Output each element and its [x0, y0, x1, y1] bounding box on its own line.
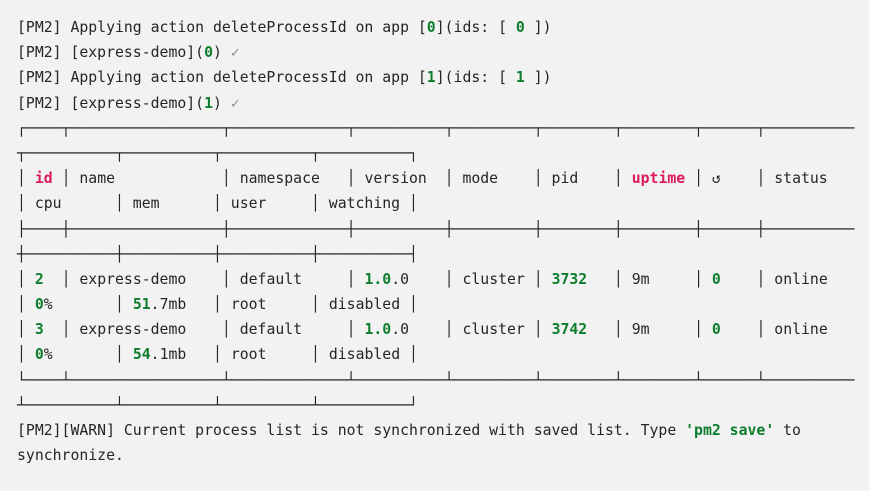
process-row-3-part-1-text: .0 │ cluster │: [391, 321, 552, 339]
table-header-row-1-text: │: [17, 170, 35, 188]
table-header-row-1-red-text: uptime: [631, 170, 686, 188]
process-row-3-part-2-text: % │: [43, 346, 133, 364]
process-row-2-part-1-text: │ express-demo │ default │: [43, 270, 365, 288]
process-row-2-part-1-text: │ online: [720, 270, 855, 288]
process-row-3-part-2-text: │: [17, 346, 35, 364]
log-delete-app-0-text: [PM2] Applying action deleteProcessId on…: [17, 19, 427, 36]
table-border-mid-2-text: ┼──────────┼──────────┼──────────┼──────…: [17, 245, 418, 263]
warn-sync-line-1-text: to: [774, 422, 801, 439]
process-row-2-part-2-green-text: 0: [34, 296, 44, 314]
process-row-3-part-1: │ 3 │ express-demo │ default │ 1.0.0 │ c…: [17, 317, 869, 342]
process-row-2-part-2-text: │: [17, 296, 35, 314]
process-row-3-part-1-text: │ 9m │: [587, 321, 712, 339]
table-border-bottom-1-text: └────┴─────────────────┴─────────────┴──…: [17, 371, 855, 389]
table-border-bottom-2-text: ┴──────────┴──────────┴──────────┴──────…: [17, 396, 418, 414]
table-header-row-2-text: │ cpu │ mem │ user │ watching │: [17, 195, 418, 213]
process-row-2-part-1: │ 2 │ express-demo │ default │ 1.0.0 │ c…: [17, 267, 869, 292]
process-row-3-part-2-text: .1mb │ root │ disabled │: [150, 346, 418, 364]
log-delete-app-1-green-text: 1: [426, 69, 436, 87]
process-row-3-part-1-green-text: 1.0: [364, 321, 392, 339]
log-delete-app-0-green-text: 0: [426, 19, 436, 36]
log-delete-app-1-text: ]): [524, 69, 552, 87]
log-deleted-app-1-text: [PM2] [express-demo](: [17, 94, 205, 112]
process-row-2-part-1-text: │ 9m │: [587, 270, 712, 288]
process-row-2-part-1-green-text: 1.0: [364, 270, 392, 288]
table-border-top-1-text: ┌────┬─────────────────┬─────────────┬──…: [17, 119, 855, 137]
log-deleted-app-1: [PM2] [express-demo](1) ✓: [17, 91, 869, 116]
process-row-2-part-1-text: │: [17, 270, 35, 288]
table-border-bottom-2: ┴──────────┴──────────┴──────────┴──────…: [17, 393, 869, 418]
log-deleted-app-0-green-text: 0: [204, 44, 213, 62]
log-delete-app-0-text: ](ids: [: [435, 19, 516, 36]
process-row-2-part-1-green-text: 3732: [551, 270, 588, 288]
log-deleted-app-0-text: ): [213, 44, 231, 62]
process-row-3-part-1-green-text: 0: [711, 321, 721, 339]
log-delete-app-0: [PM2] Applying action deleteProcessId on…: [17, 15, 869, 40]
log-deleted-app-0: [PM2] [express-demo](0) ✓: [17, 40, 869, 65]
log-deleted-app-1-green-text: 1: [204, 94, 213, 112]
warn-sync-line-1: [PM2][WARN] Current process list is not …: [17, 418, 869, 443]
process-row-3-part-2-green-text: 54: [132, 346, 151, 364]
process-row-3-part-2: │ 0% │ 54.1mb │ root │ disabled │: [17, 342, 869, 367]
process-row-2-part-2-green-text: 51: [132, 296, 151, 314]
process-row-2-part-1-green-text: 0: [711, 270, 721, 288]
table-border-top-1: ┌────┬─────────────────┬─────────────┬──…: [17, 116, 869, 141]
log-deleted-app-1-text: ): [213, 94, 231, 112]
warn-sync-line-1-text: [PM2][WARN] Current process list is not …: [17, 422, 686, 439]
process-row-2-part-2: │ 0% │ 51.7mb │ root │ disabled │: [17, 292, 869, 317]
log-deleted-app-0-text: [PM2] [express-demo](: [17, 44, 205, 62]
log-delete-app-1-text: ](ids: [: [435, 69, 516, 87]
table-border-mid-1-text: ├────┼─────────────────┼─────────────┼──…: [17, 220, 855, 238]
log-delete-app-1: [PM2] Applying action deleteProcessId on…: [17, 65, 869, 90]
table-border-mid-1: ├────┼─────────────────┼─────────────┼──…: [17, 217, 869, 242]
log-deleted-app-1-gray-text: ✓: [230, 94, 240, 112]
warn-sync-line-2-text: synchronize.: [17, 447, 124, 465]
process-row-3-part-1-green-text: 3: [34, 321, 44, 339]
table-border-top-2-text: ┬──────────┬──────────┬──────────┬──────…: [17, 144, 418, 162]
process-row-3-part-2-green-text: 0: [34, 346, 44, 364]
table-border-top-2: ┬──────────┬──────────┬──────────┬──────…: [17, 141, 869, 166]
log-delete-app-0-green-text: 0: [515, 19, 525, 36]
log-delete-app-1-green-text: 1: [515, 69, 525, 87]
process-row-2-part-2-text: .7mb │ root │ disabled │: [150, 296, 418, 314]
table-header-row-1-red-text: id: [34, 170, 53, 188]
table-header-row-2: │ cpu │ mem │ user │ watching │: [17, 191, 869, 216]
log-deleted-app-0-gray-text: ✓: [230, 44, 240, 62]
warn-sync-line-2: synchronize.: [17, 443, 869, 468]
process-row-3-part-1-green-text: 3742: [551, 321, 588, 339]
process-row-2-part-1-green-text: 2: [34, 270, 44, 288]
process-row-2-part-2-text: % │: [43, 296, 133, 314]
terminal-output: [PM2] Applying action deleteProcessId on…: [17, 15, 869, 468]
process-row-3-part-1-text: │ online: [720, 321, 855, 339]
table-header-row-1: │ id │ name │ namespace │ version │ mode…: [17, 166, 869, 191]
process-row-3-part-1-text: │: [17, 321, 35, 339]
table-border-mid-2: ┼──────────┼──────────┼──────────┼──────…: [17, 242, 869, 267]
warn-sync-line-1-green-text: 'pm2 save': [685, 422, 775, 439]
table-border-bottom-1: └────┴─────────────────┴─────────────┴──…: [17, 368, 869, 393]
log-delete-app-0-text: ]): [524, 19, 552, 36]
table-header-row-1-text: │ name │ namespace │ version │ mode │ pi…: [52, 170, 632, 188]
process-row-2-part-1-text: .0 │ cluster │: [391, 270, 552, 288]
process-row-3-part-1-text: │ express-demo │ default │: [43, 321, 365, 339]
table-header-row-1-text: │ ↺ │ status: [685, 170, 855, 188]
log-delete-app-1-text: [PM2] Applying action deleteProcessId on…: [17, 69, 427, 87]
